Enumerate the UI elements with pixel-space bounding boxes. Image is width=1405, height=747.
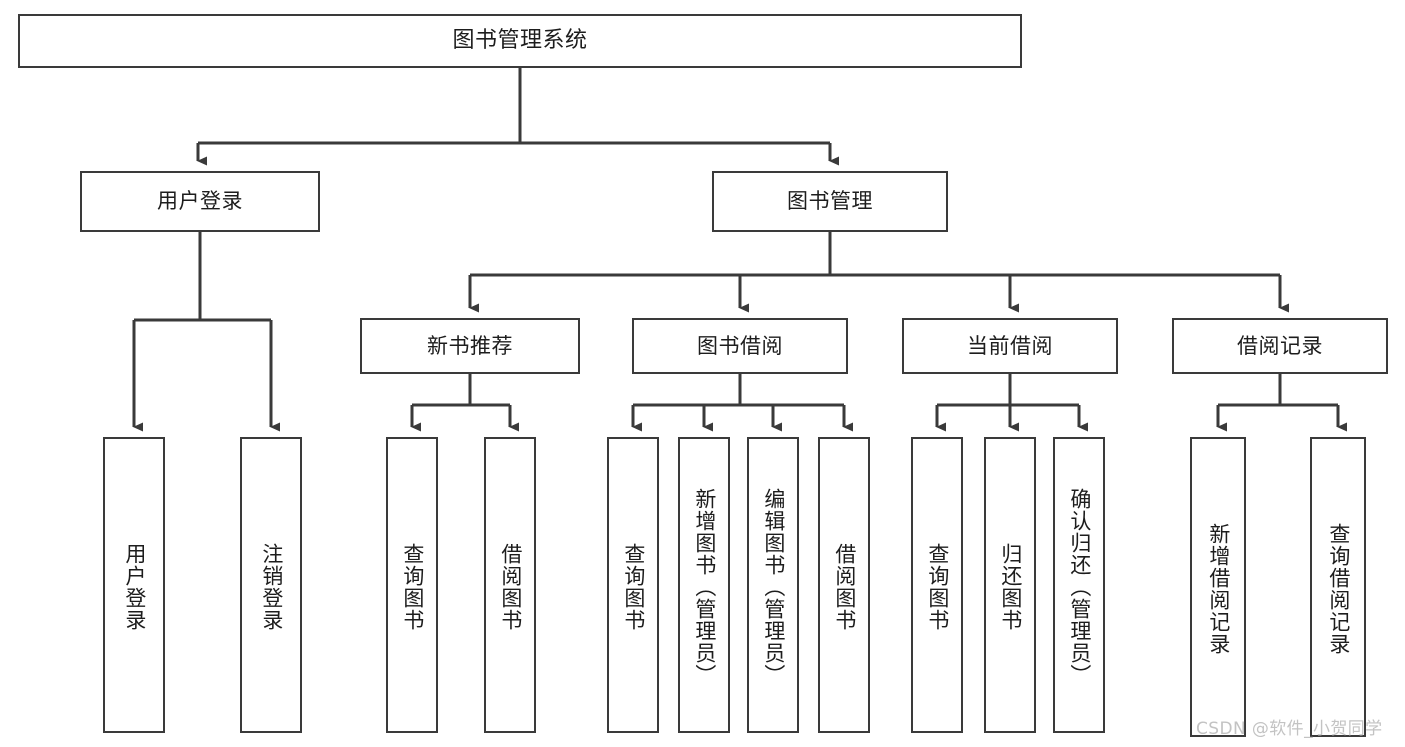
node-book-borrow[interactable]: 图书借阅 [632, 318, 848, 374]
leaf-query-book-newbook[interactable]: 查询图书 [386, 437, 438, 733]
leaf-borrow-book-newbook[interactable]: 借阅图书 [484, 437, 536, 733]
node-new-book-recommend-label: 新书推荐 [427, 333, 513, 358]
leaf-logout-login[interactable]: 注销登录 [240, 437, 302, 733]
node-current-borrow[interactable]: 当前借阅 [902, 318, 1118, 374]
leaf-query-borrow-record-label: 查询借阅记录 [1326, 523, 1351, 655]
leaf-add-borrow-record-label: 新增借阅记录 [1206, 523, 1231, 655]
leaf-query-borrow-record[interactable]: 查询借阅记录 [1310, 437, 1366, 737]
leaf-add-book-admin-label: 新增图书（管理员） [692, 488, 717, 686]
node-root-label: 图书管理系统 [452, 28, 588, 54]
node-borrow-record-label: 借阅记录 [1237, 333, 1323, 358]
node-new-book-recommend[interactable]: 新书推荐 [360, 318, 580, 374]
leaf-query-book-current-label: 查询图书 [925, 543, 950, 631]
leaf-edit-book-admin-label: 编辑图书（管理员） [761, 488, 786, 686]
leaf-query-book-borrow[interactable]: 查询图书 [607, 437, 659, 733]
leaf-user-login-label: 用户登录 [122, 543, 147, 631]
leaf-borrow-book-newbook-label: 借阅图书 [498, 543, 523, 631]
node-user-login-label: 用户登录 [157, 189, 243, 214]
leaf-confirm-return-admin[interactable]: 确认归还（管理员） [1053, 437, 1105, 733]
csdn-watermark: CSDN @软件_小贺同学 [1196, 719, 1383, 739]
leaf-edit-book-admin[interactable]: 编辑图书（管理员） [747, 437, 799, 733]
leaf-confirm-return-admin-label: 确认归还（管理员） [1067, 488, 1092, 686]
leaf-return-book-label: 归还图书 [998, 543, 1023, 631]
leaf-borrow-book-borrow-label: 借阅图书 [832, 543, 857, 631]
node-current-borrow-label: 当前借阅 [967, 333, 1053, 358]
node-book-borrow-label: 图书借阅 [697, 333, 783, 358]
leaf-query-book-current[interactable]: 查询图书 [911, 437, 963, 733]
leaf-borrow-book-borrow[interactable]: 借阅图书 [818, 437, 870, 733]
node-book-management[interactable]: 图书管理 [712, 171, 948, 232]
leaf-query-book-newbook-label: 查询图书 [400, 543, 425, 631]
node-book-management-label: 图书管理 [787, 189, 873, 214]
leaf-return-book[interactable]: 归还图书 [984, 437, 1036, 733]
node-root[interactable]: 图书管理系统 [18, 14, 1022, 68]
leaf-logout-login-label: 注销登录 [259, 543, 284, 631]
node-borrow-record[interactable]: 借阅记录 [1172, 318, 1388, 374]
leaf-add-book-admin[interactable]: 新增图书（管理员） [678, 437, 730, 733]
leaf-query-book-borrow-label: 查询图书 [621, 543, 646, 631]
node-user-login[interactable]: 用户登录 [80, 171, 320, 232]
leaf-add-borrow-record[interactable]: 新增借阅记录 [1190, 437, 1246, 737]
leaf-user-login[interactable]: 用户登录 [103, 437, 165, 733]
